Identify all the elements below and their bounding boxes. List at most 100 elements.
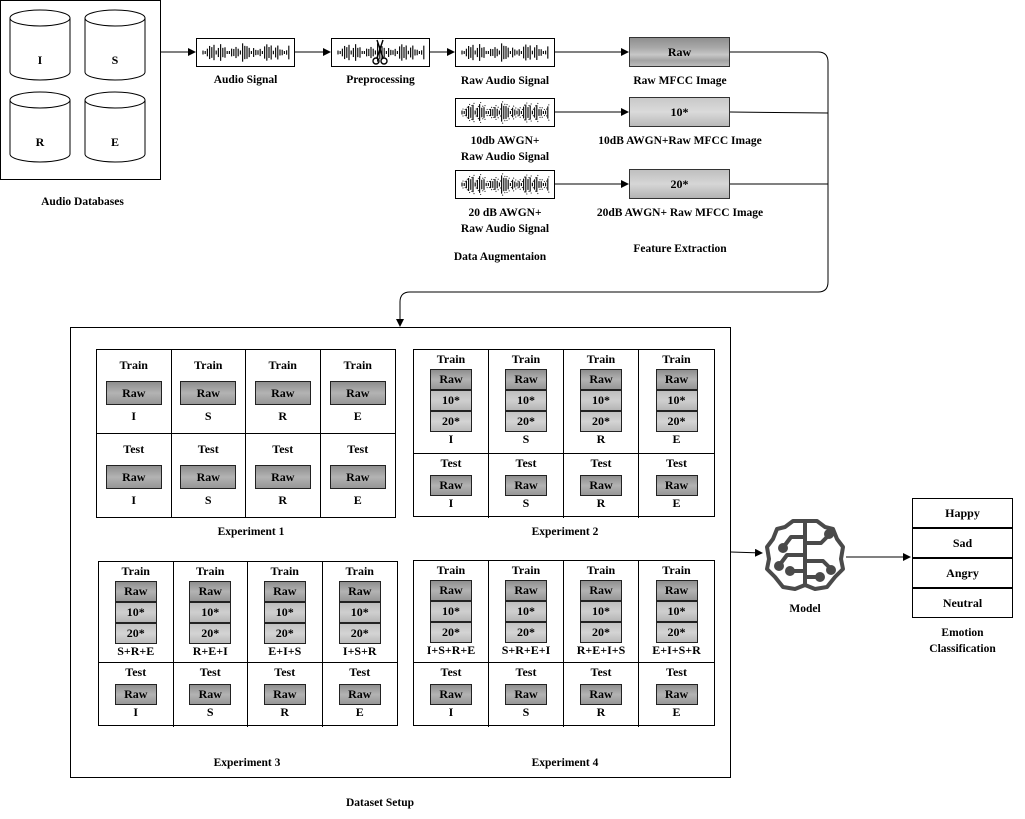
awgn20-mfcc-chip: 20* [505,411,547,432]
awgn10-audio-label-1: 10db AWGN+ [470,135,540,147]
train-label: Train [268,358,297,372]
experiment-1-title: Experiment 1 [217,526,285,538]
audio-databases-label: Audio Databases [41,196,124,208]
train-label: Train [196,564,225,578]
test-label: Test [272,442,294,456]
test-label: Test [590,456,612,470]
raw-mfcc-chip: Raw [430,580,472,601]
train-label: Train [436,563,466,577]
raw-mfcc-chip: Raw [180,381,237,405]
raw-mfcc-chip: Raw [655,369,698,390]
awgn10-mfcc-chip: 10* [114,602,157,623]
awgn20-mfcc-chip: 20* [430,411,472,432]
set-label: E [672,496,681,510]
set-label: R [596,432,606,446]
set-label: E [353,409,362,423]
raw-mfcc-chip: Raw [105,465,162,489]
raw-mfcc-chip: Raw [505,369,547,390]
emotion-happy: Happy [912,498,1013,528]
test-label: Test [515,665,537,679]
awgn10-mfcc-chip: 10* [580,601,622,622]
awgn10-mfcc-chip: 10* [338,602,381,623]
set-label: R+E+I [192,644,228,658]
train-label: Train [586,563,616,577]
train-label: Train [436,352,466,366]
raw-mfcc-chip: Raw [263,581,306,602]
test-label: Test [590,665,612,679]
awgn10-audio-label-2: Raw Audio Signal [460,151,550,163]
awgn20-mfcc-chip: 20* [655,411,698,432]
raw-mfcc-chip: Raw [580,369,622,390]
set-label: I+S+R+E [426,643,476,657]
raw-mfcc-chip: Raw [114,581,157,602]
raw-mfcc-chip: Raw [329,381,386,405]
awgn20-mfcc-chip: 20* [505,622,547,643]
waveform-icon [202,43,290,62]
emotion-angry: Angry [912,558,1013,588]
raw-mfcc-chip: Raw [189,581,232,602]
test-label: Test [123,442,145,456]
raw-mfcc-chip: Raw [338,581,381,602]
db-label-i: I [37,53,43,67]
set-label: I+S+R [342,644,377,658]
raw-mfcc-chip: Raw [263,684,306,705]
set-label: I [448,432,454,446]
train-label: Train [511,563,541,577]
awgn10-mfcc-chip: 10* [263,602,306,623]
awgn10-mfcc-chip: 10* [505,390,547,411]
set-label: S [522,432,530,446]
set-label: S [206,705,214,719]
test-label: Test [199,665,221,679]
raw-mfcc-chip: Raw [655,475,698,496]
awgn10-mfcc-chip: 10* [430,601,472,622]
set-label: S [522,705,530,719]
preprocessing-box [331,38,430,67]
train-label: Train [511,352,541,366]
awgn20-mfcc-chip: 20* [114,623,157,644]
train-label: Train [194,358,223,372]
awgn20-mfcc-chip: 20* [430,622,472,643]
raw-mfcc-chip: Raw [505,580,547,601]
db-label-s: S [111,53,119,67]
set-label: E [353,493,362,507]
awgn20-mfcc-chip: 20* [580,411,622,432]
test-label: Test [440,665,462,679]
audio-signal-label: Audio Signal [213,74,278,86]
raw-mfcc-chip: Raw [329,465,386,489]
feature-extraction-label: Feature Extraction [633,243,727,255]
scissors-icon [372,39,388,65]
train-label: Train [343,358,372,372]
awgn10-mfcc-chip: 10* [430,390,472,411]
test-label: Test [197,442,219,456]
set-label: S [522,496,530,510]
set-label: S+R+E [117,644,155,658]
raw-mfcc-chip: Raw [580,684,622,705]
raw-mfcc-chip: Raw [254,381,311,405]
dataset-setup-label: Dataset Setup [345,797,415,809]
test-label: Test [347,442,369,456]
